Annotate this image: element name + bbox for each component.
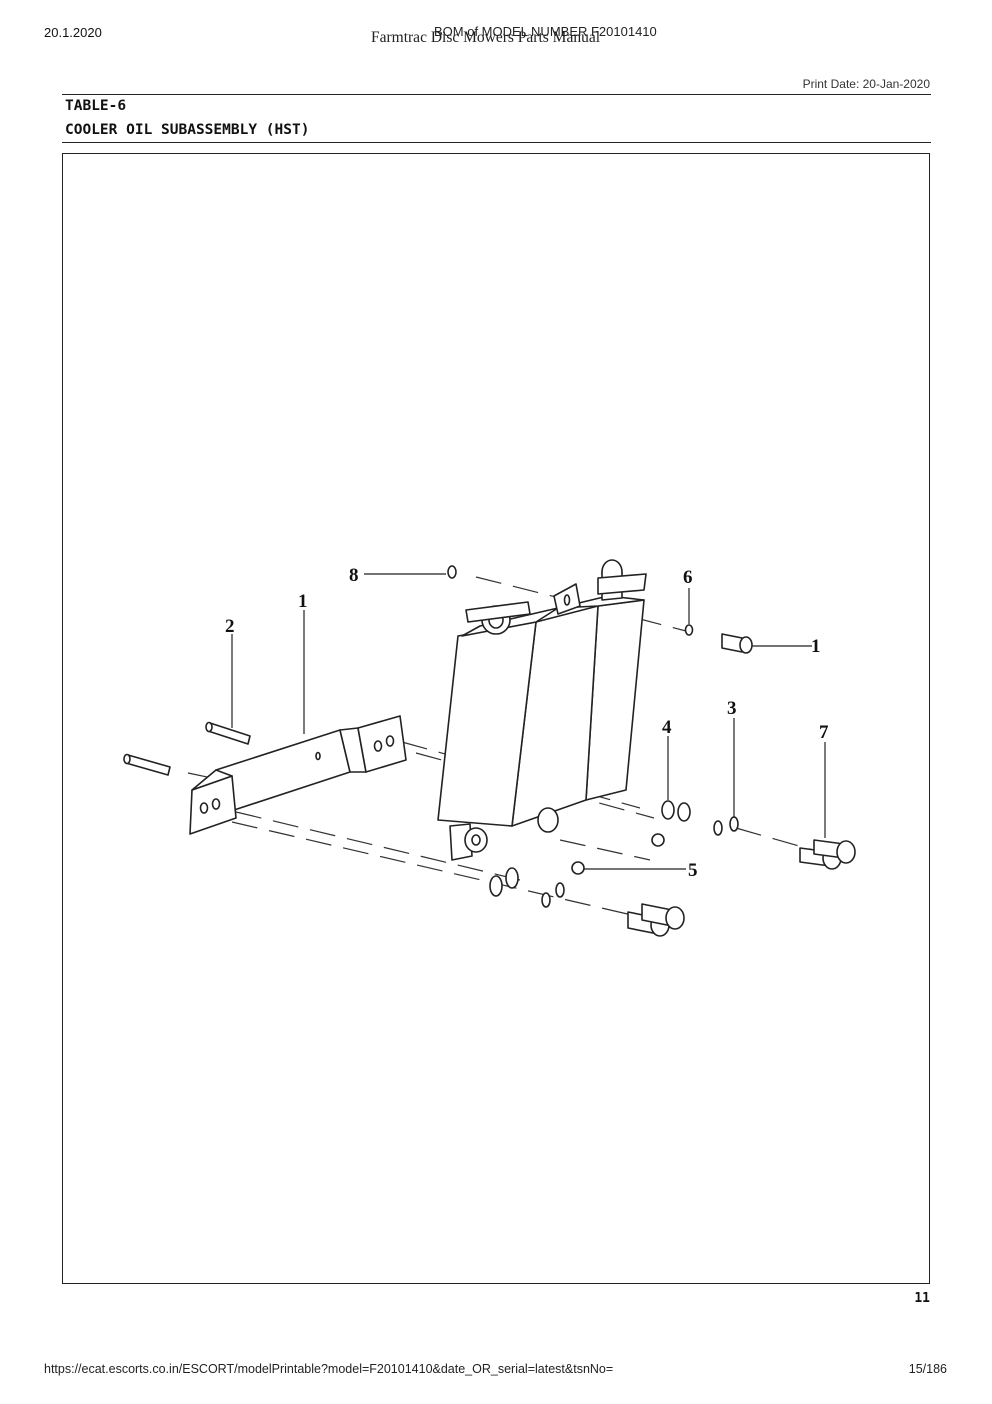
footer-page-count: 15/186: [908, 1362, 947, 1376]
leader-lines: [231, 573, 826, 870]
bracket-part: [189, 715, 407, 835]
callout-4: 4: [662, 717, 672, 738]
table-title: COOLER OIL SUBASSEMBLY (HST): [65, 122, 310, 138]
oil-cooler-part: [437, 559, 647, 861]
callout-5: 5: [688, 860, 698, 881]
pin-part: [123, 721, 251, 776]
callout-7: 7: [819, 722, 829, 743]
header-date: 20.1.2020: [44, 25, 102, 40]
table-number: TABLE-6: [65, 98, 127, 114]
callout-8: 8: [349, 565, 359, 586]
callout-1-bolt: 1: [811, 636, 821, 657]
fastener-parts: [447, 565, 856, 937]
callout-2: 2: [225, 616, 235, 637]
callout-3: 3: [727, 698, 737, 719]
print-date: Print Date: 20-Jan-2020: [802, 77, 930, 91]
callout-6: 6: [683, 567, 693, 588]
header-divider: [62, 94, 931, 95]
footer-url: https://ecat.escorts.co.in/ESCORT/modelP…: [44, 1362, 614, 1376]
page-number: 11: [914, 1291, 930, 1306]
header-title-block: Farmtrac Disc Mowers Parts Manual BOM of…: [371, 20, 711, 50]
bom-title: BOM of MODEL NUMBER F20101410: [434, 24, 657, 39]
manual-title: Farmtrac Disc Mowers Parts Manual: [371, 29, 601, 46]
diagram-frame: [62, 153, 930, 1284]
callouts: 8 1 2 6 1 3 4 7 5: [225, 565, 829, 881]
title-divider: [62, 142, 931, 143]
callout-1-bracket: 1: [298, 591, 308, 612]
